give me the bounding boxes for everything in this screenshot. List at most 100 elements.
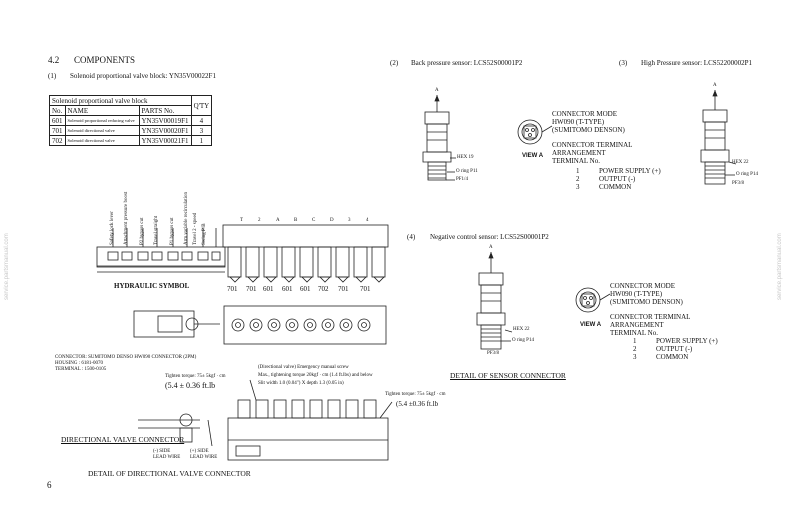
caption-detail-sensor-connector: DETAIL OF SENSOR CONNECTOR — [450, 371, 566, 380]
sensor3-oring-label: O ring P14 — [736, 172, 758, 177]
part-number-label: 701 — [338, 285, 349, 293]
hydraulic-symbol-drawing — [96, 228, 226, 273]
connector2-terminal-1-no: 1 — [633, 337, 637, 345]
connector1-terminal-2-name: OUTPUT (-) — [599, 175, 636, 183]
table-cell: Solenoid proportional reducing valve — [64, 115, 140, 126]
connector1-terminal-3-name: COMMON — [599, 183, 632, 191]
view-a-label-2: VIEW A — [580, 322, 602, 328]
connector1-terminal-1-name: POWER SUPPLY (+) — [599, 167, 661, 175]
sensor2-hex-label: HEX 19 — [457, 155, 474, 160]
table-cell: 4 — [190, 115, 213, 126]
function-label: Travel straight — [154, 215, 159, 245]
lead-wire-plus: (+) SIDE — [190, 449, 209, 454]
emergency-note-line3: Slit width 1.0 (0.04") X depth 1.3 (0.05… — [258, 381, 344, 386]
connector2-mode: CONNECTOR MODE — [610, 282, 676, 290]
item4-text: Negative control sensor: LCS52S00001P2 — [430, 233, 549, 241]
table-cell: 701 — [49, 125, 66, 136]
port-label: 2 — [258, 218, 261, 223]
part-number-label: 701 — [227, 285, 238, 293]
view-a-connector-2 — [575, 287, 611, 313]
sensor4-thread-label: PF3/8 — [487, 351, 499, 356]
part-number-label: 601 — [282, 285, 293, 293]
caption-detail-directional-valve-connector: DETAIL OF DIRECTIONAL VALVE CONNECTOR — [88, 469, 251, 478]
connector2-arrangement-title: CONNECTOR TERMINAL — [610, 313, 691, 321]
lead-wire-minus: (-) SIDE — [153, 449, 171, 454]
table-header-parts-no: PARTS No. — [138, 105, 192, 116]
sensor3-a-label: A — [713, 83, 717, 88]
watermark-left: service.partsmanual.com — [4, 233, 10, 300]
table-cell: YN35V00020F1 — [138, 125, 192, 136]
connector2-terminal-no: TERMINAL No. — [610, 329, 658, 337]
connector2-terminal-1-name: POWER SUPPLY (+) — [656, 337, 718, 345]
connector1-arrangement-title2: ARRANGEMENT — [552, 149, 606, 157]
connector2-terminal-3-no: 3 — [633, 353, 637, 361]
port-label: D — [330, 218, 334, 223]
item3-text: High Pressure sensor: LCS52200002P1 — [641, 59, 753, 67]
page-number: 6 — [47, 480, 52, 490]
item3-label: (3) — [619, 59, 628, 67]
view-a-connector-1 — [517, 119, 553, 145]
watermark-right: service.partsmanual.com — [777, 233, 783, 300]
torque-note-left-line1: Tighten torque: 75± 5kgf · cm — [165, 374, 226, 379]
connector1-maker: (SUMITOMO DENSON) — [552, 126, 625, 134]
connector-note-line1: CONNECTOR: SUMITOMO DENSO HW090 CONNECTO… — [55, 355, 197, 360]
emergency-note-line1: (Directional valve) Emergency manual scr… — [258, 365, 349, 370]
table-row: 701 Solenoid directional valve YN35V0002… — [49, 125, 213, 136]
connector1-arrangement-title: CONNECTOR TERMINAL — [552, 141, 633, 149]
item2-label: (2) — [390, 59, 399, 67]
sensor4-hex-label: HEX 22 — [513, 327, 530, 332]
sensor2-oring-label: O ring P11 — [456, 169, 478, 174]
port-label: C — [312, 218, 316, 223]
table-cell: 601 — [49, 115, 66, 126]
port-label: A — [276, 218, 280, 223]
table-cell: 702 — [49, 135, 66, 146]
back-pressure-sensor-drawing — [422, 94, 456, 181]
valve-block-lower-drawing — [227, 379, 393, 461]
section-number: 4.2 — [48, 55, 60, 65]
table-row: 601 Solenoid proportional reducing valve… — [49, 115, 213, 126]
item2-text: Back pressure sensor: LCS52S00001P2 — [411, 59, 523, 67]
connector2-type: HW090 (T-TYPE) — [610, 290, 663, 298]
function-label: Safety lock lever — [110, 211, 115, 245]
item1-text: Solenoid proportional valve block: YN35V… — [70, 72, 216, 80]
table-cell: YN35V00021F1 — [138, 135, 192, 146]
valve-parts-table: Solenoid proportional valve block Q'TY N… — [49, 95, 213, 146]
connector-note-line2: HOUSING : 6181-0070 — [55, 361, 104, 366]
connector-note-line3: TERMINAL : 1500-0105 — [55, 367, 107, 372]
sensor2-a-label: A — [435, 88, 439, 93]
connector2-terminal-3-name: COMMON — [656, 353, 689, 361]
connector1-type: HW090 (T-TYPE) — [552, 118, 605, 126]
function-label: P2 bypass cut — [140, 217, 145, 246]
hydraulic-symbol-title: HYDRAULIC SYMBOL — [114, 282, 190, 290]
connector2-terminal-2-name: OUTPUT (-) — [656, 345, 693, 353]
connector1-terminal-2-no: 2 — [576, 175, 580, 183]
item4-label: (4) — [407, 233, 416, 241]
sensor4-oring-label: O ring P14 — [512, 338, 534, 343]
sensor3-hex-label: HEX 22 — [732, 160, 749, 165]
directional-valve-connector-drawing — [138, 413, 213, 447]
torque-note-right-line2: (5.4 ±0.36 ft.lb — [396, 400, 439, 408]
table-cell: Solenoid directional valve — [64, 135, 140, 146]
part-number-label: 601 — [263, 285, 274, 293]
part-number-label: 701 — [246, 285, 257, 293]
lead-wire-plus-2: LEAD WIRE — [190, 455, 218, 460]
torque-note-left-line2: (5.4 ± 0.36 ft.lb — [165, 381, 216, 390]
table-cell: 3 — [190, 125, 213, 136]
lead-wire-minus-2: LEAD WIRE — [153, 455, 181, 460]
table-cell: Solenoid directional valve — [64, 125, 140, 136]
emergency-note-line2: Max., tightening torque 20kgf · cm (1.4 … — [258, 373, 373, 378]
table-cell: YN35V00019F1 — [138, 115, 192, 126]
function-label: Attachment pressure boost — [124, 191, 129, 245]
sensor4-a-label: A — [489, 245, 493, 250]
negative-control-sensor-drawing — [476, 251, 513, 350]
port-label: B — [294, 218, 298, 223]
connector2-arrangement-title2: ARRANGEMENT — [610, 321, 664, 329]
connector1-terminal-1-no: 1 — [576, 167, 580, 175]
table-cell: 1 — [190, 135, 213, 146]
function-label: Arm variable recirculation — [184, 191, 189, 245]
part-number-label: 601 — [300, 285, 311, 293]
part-number-label: 702 — [318, 285, 329, 293]
connector-detail-drawing — [133, 310, 220, 338]
valve-table-caption: Solenoid proportional valve block — [49, 95, 192, 106]
